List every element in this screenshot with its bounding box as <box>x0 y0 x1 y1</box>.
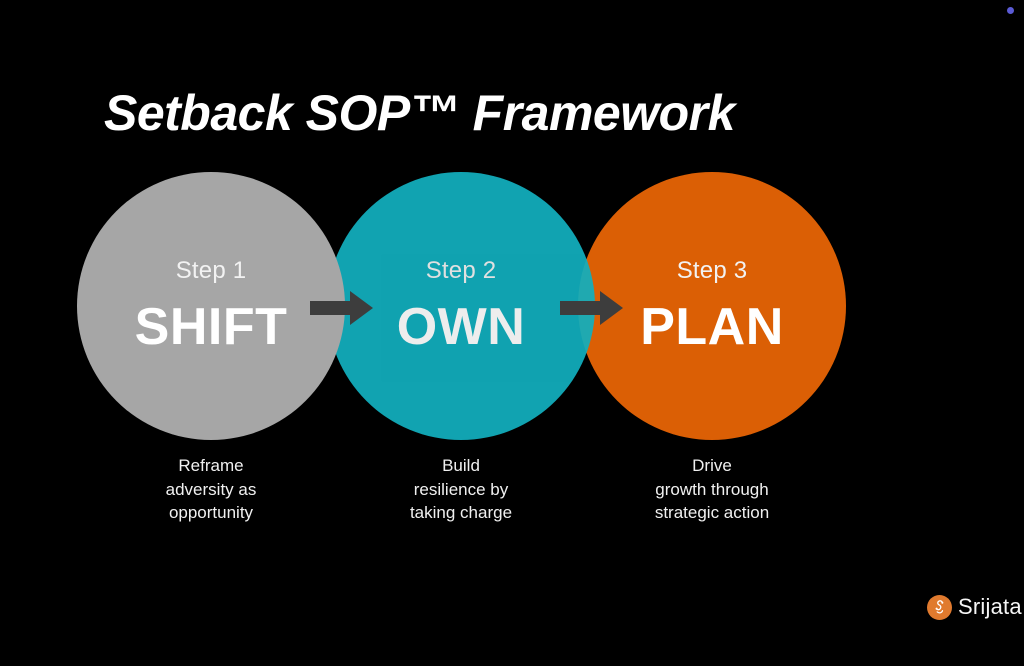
swirl-s-icon <box>927 594 952 620</box>
caption-line: Drive <box>692 456 732 475</box>
caption-line: Build <box>442 456 480 475</box>
accent-dot <box>1007 7 1014 14</box>
caption-line: strategic action <box>654 503 770 522</box>
step-title-2: OWN <box>396 298 526 356</box>
brand-name: Srijata <box>958 594 1022 619</box>
caption-line: growth through <box>655 479 769 499</box>
caption-line: Reframe <box>178 456 244 475</box>
step-caption-own: Build resilience by taking charge <box>327 454 595 525</box>
step-title-3: PLAN <box>640 298 784 356</box>
page-title: Setback SOP™ Framework <box>104 85 735 141</box>
step-caption-shift: Reframe adversity as opportunity <box>77 454 345 525</box>
brand-logo[interactable]: Srijata <box>927 592 1022 622</box>
step-circle-plan[interactable]: Step 3 PLAN <box>578 172 846 440</box>
step-circle-shift[interactable]: Step 1 SHIFT <box>77 172 345 440</box>
caption-line: opportunity <box>168 503 254 522</box>
step-circle-own[interactable]: Step 2 OWN <box>327 172 595 440</box>
arrow-right-icon <box>560 290 624 326</box>
caption-line: resilience by <box>413 479 509 499</box>
caption-line: adversity as <box>165 479 257 499</box>
step-label-1: Step 1 <box>175 257 247 284</box>
step-label-3: Step 3 <box>676 257 748 284</box>
step-label-2: Step 2 <box>425 257 497 284</box>
caption-line: taking charge <box>409 503 513 522</box>
step-caption-plan: Drive growth through strategic action <box>578 454 846 525</box>
arrow-right-icon <box>310 290 374 326</box>
step-title-1: SHIFT <box>134 298 288 356</box>
